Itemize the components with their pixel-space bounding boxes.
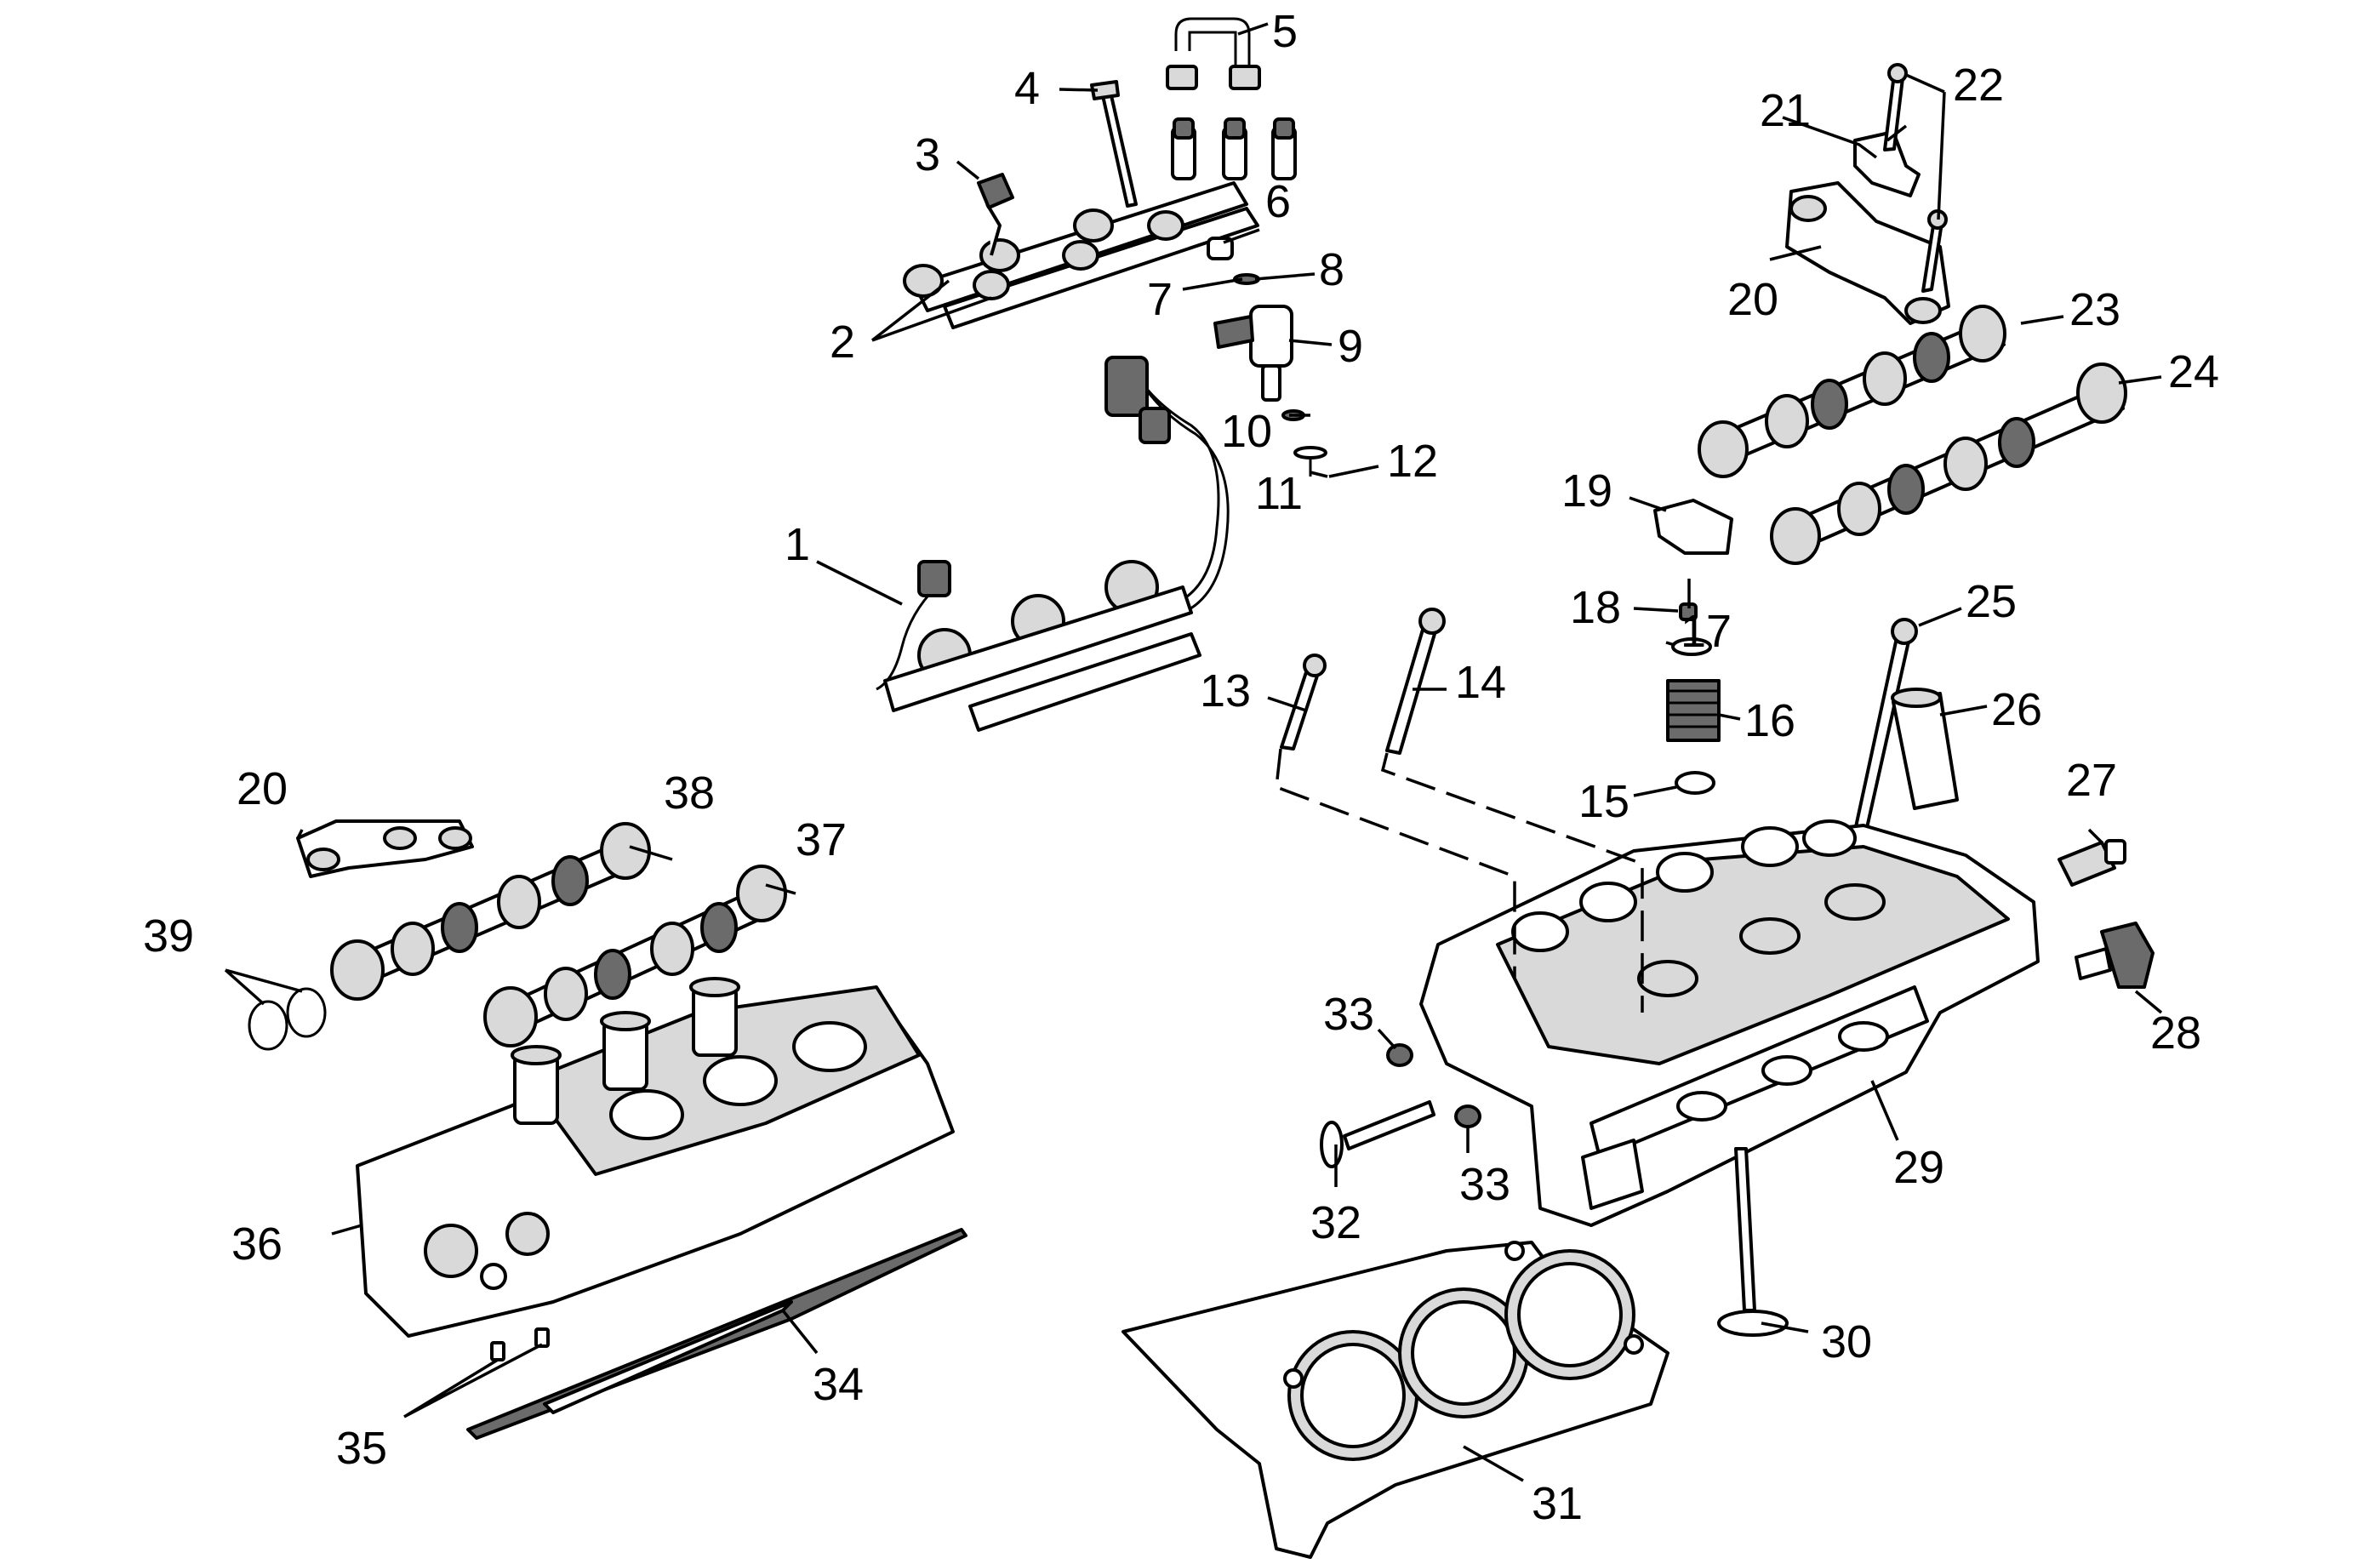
callout-19: 19	[1561, 465, 1612, 517]
left-cylinder-head	[356, 977, 955, 1338]
right-camshafts	[1698, 305, 2127, 565]
callout-20-left: 20	[237, 763, 288, 814]
callout-14: 14	[1455, 657, 1506, 708]
callout-11: 11	[1255, 468, 1303, 519]
callout-8: 8	[1319, 244, 1344, 295]
callout-36: 36	[231, 1219, 283, 1270]
callout-39: 39	[143, 910, 194, 962]
callout-17: 17	[1681, 606, 1732, 657]
left-camshafts	[330, 822, 787, 1047]
callout-38: 38	[664, 768, 715, 819]
callout-21: 21	[1760, 85, 1811, 136]
right-cylinder-head	[1419, 819, 2040, 1227]
callout-2: 2	[830, 317, 855, 368]
callout-1: 1	[785, 519, 810, 570]
callout-31: 31	[1532, 1478, 1583, 1529]
callout-23: 23	[2069, 284, 2120, 335]
callout-4: 4	[1014, 63, 1040, 114]
callout-13: 13	[1200, 665, 1251, 716]
callout-29: 29	[1893, 1142, 1944, 1193]
callout-32: 32	[1310, 1197, 1361, 1248]
left-dowel-pins	[490, 1327, 550, 1361]
callout-5: 5	[1272, 6, 1298, 57]
callout-22: 22	[1953, 60, 2004, 111]
callout-25: 25	[1966, 576, 2017, 627]
right-camshaft-caps	[1653, 63, 1950, 555]
injector-wiring-harness	[876, 356, 1230, 732]
callout-6: 6	[1265, 176, 1291, 227]
callout-35: 35	[336, 1423, 387, 1474]
cylinder-head-gasket	[1122, 1241, 1669, 1559]
callout-18: 18	[1570, 582, 1621, 633]
callout-28: 28	[2150, 1007, 2201, 1059]
left-camshaft-seals	[248, 987, 327, 1051]
callout-15: 15	[1578, 776, 1629, 827]
callout-16: 16	[1744, 695, 1795, 746]
callout-33-lower: 33	[1459, 1159, 1510, 1210]
fuel-rail-assembly	[903, 17, 1327, 477]
callout-10: 10	[1221, 406, 1272, 457]
leader-lines	[224, 22, 2163, 1482]
callout-20-right: 20	[1727, 274, 1778, 325]
callout-26: 26	[1991, 684, 2042, 735]
right-head-sensors	[2058, 839, 2155, 989]
callout-9: 9	[1338, 321, 1363, 372]
callout-27: 27	[2066, 755, 2117, 806]
callout-33-upper: 33	[1323, 989, 1374, 1040]
callout-37: 37	[796, 814, 847, 865]
callout-34: 34	[813, 1359, 864, 1410]
left-camshaft-cap	[296, 819, 474, 878]
callout-24: 24	[2168, 346, 2219, 397]
valves-and-seals	[1320, 1043, 1789, 1337]
callout-3: 3	[915, 129, 940, 180]
callout-7: 7	[1147, 274, 1173, 325]
callout-labels: 1 2 3 4 5 6 7 8 9 10 11 12 13 14 15 16 1…	[143, 6, 2219, 1529]
callout-12: 12	[1387, 436, 1438, 487]
callout-30: 30	[1821, 1316, 1872, 1367]
